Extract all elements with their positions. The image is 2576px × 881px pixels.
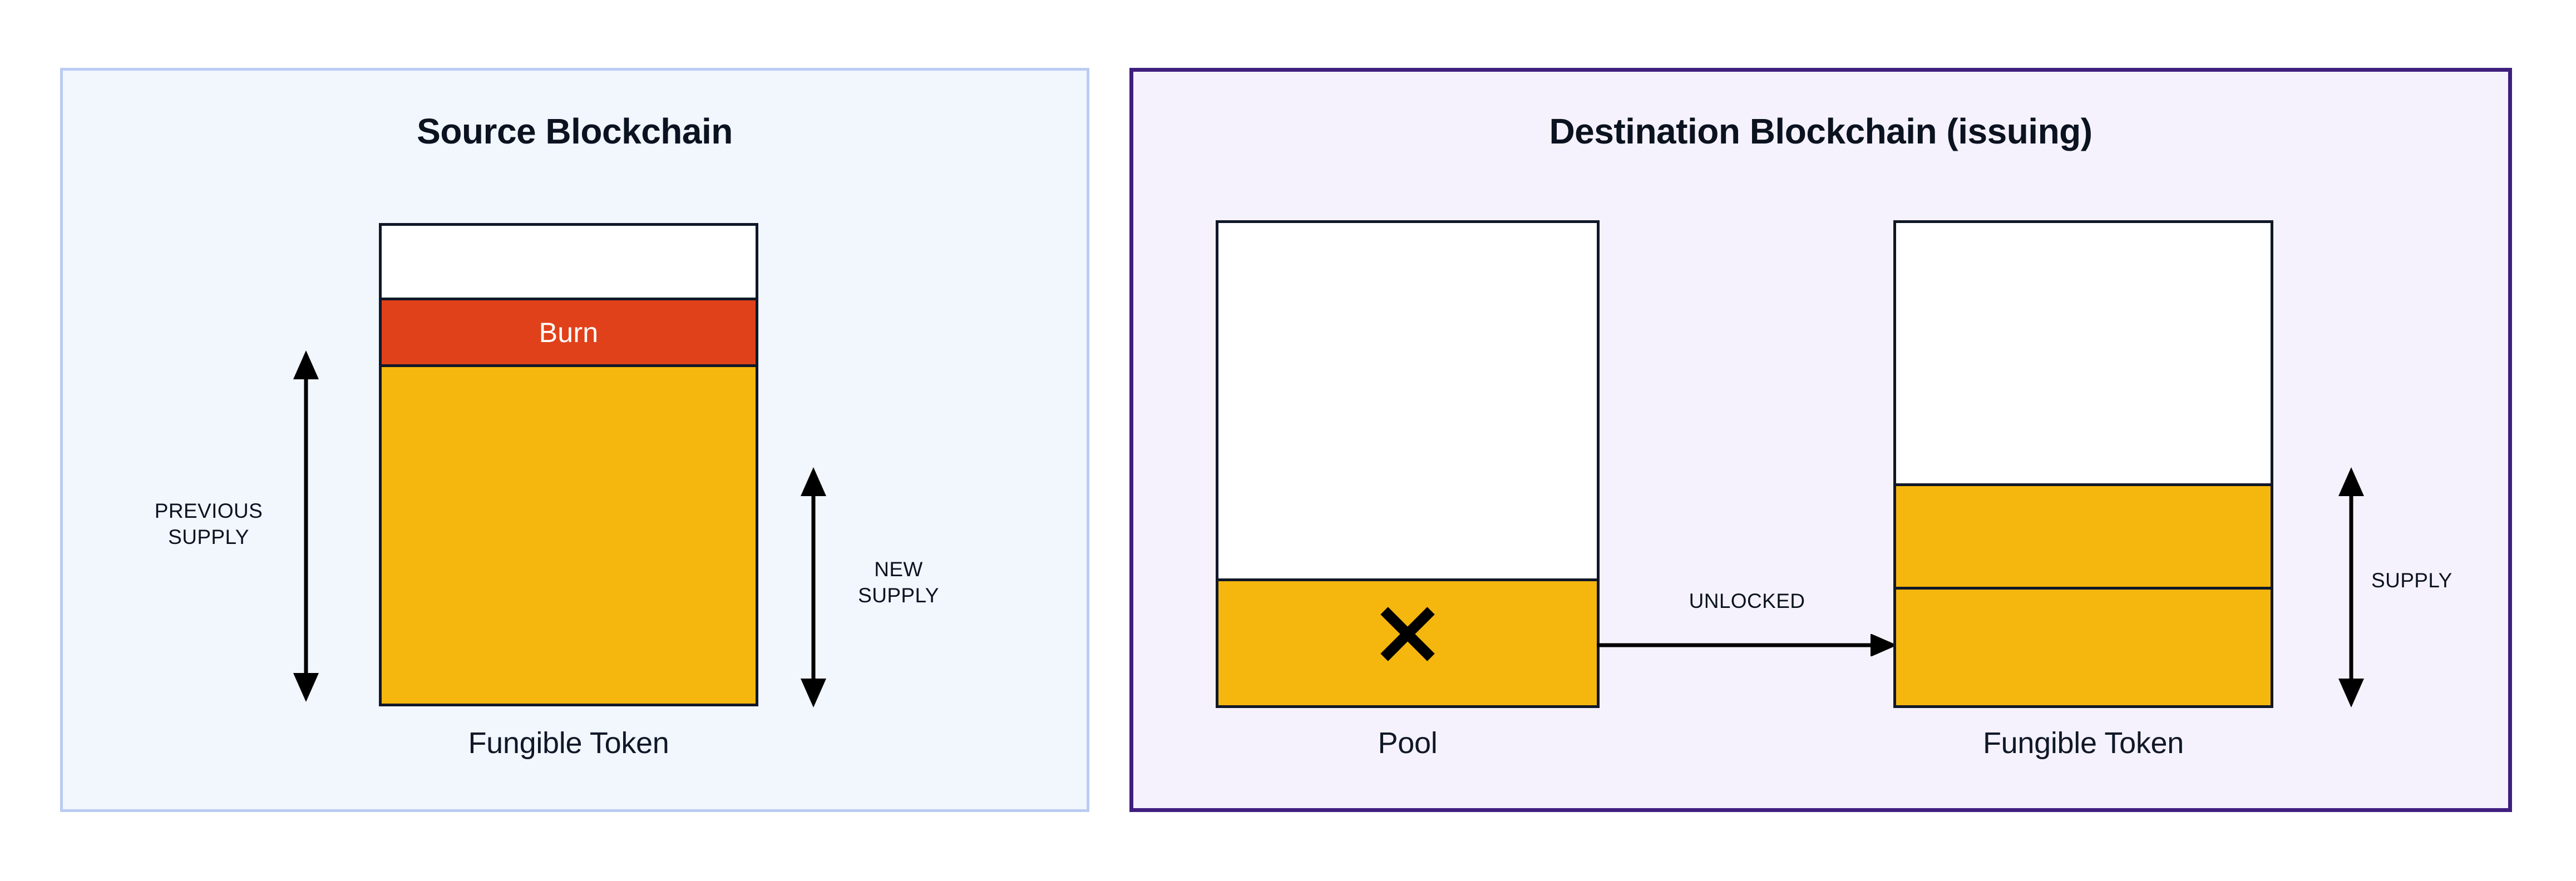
unlocked-flow-arrow <box>1597 634 1897 656</box>
previous-supply-label: PREVIOUS SUPPLY <box>154 499 263 549</box>
source-fungible-token-box: Burn <box>379 223 758 706</box>
destination-token-headroom-segment <box>1896 223 2271 483</box>
pool-box <box>1216 220 1600 708</box>
destination-fungible-token-box <box>1893 220 2273 708</box>
pool-remaining-segment <box>1218 578 1597 705</box>
source-panel-title: Source Blockchain <box>417 111 733 151</box>
supply-label: SUPPLY <box>2371 569 2452 592</box>
new-supply-measure-arrow <box>801 467 826 707</box>
source-token-headroom-segment <box>382 226 756 298</box>
destination-panel-title: Destination Blockchain (issuing) <box>1549 111 2093 151</box>
pool-caption: Pool <box>1378 726 1438 760</box>
source-token-burn-segment: Burn <box>382 298 756 364</box>
source-token-remaining-supply-segment <box>382 364 756 704</box>
source-fungible-token-caption: Fungible Token <box>468 726 669 760</box>
destination-token-unlocked-supply-segment <box>1896 587 2271 705</box>
pool-headroom-segment <box>1218 223 1597 578</box>
destination-token-existing-supply-segment <box>1896 483 2271 587</box>
burn-segment-label: Burn <box>539 316 599 348</box>
new-supply-label: NEW SUPPLY <box>858 558 939 607</box>
previous-supply-measure-arrow <box>293 350 319 702</box>
unlocked-arrow-label: UNLOCKED <box>1689 590 1805 612</box>
supply-measure-arrow <box>2338 467 2364 707</box>
destination-fungible-token-caption: Fungible Token <box>1982 726 2184 760</box>
